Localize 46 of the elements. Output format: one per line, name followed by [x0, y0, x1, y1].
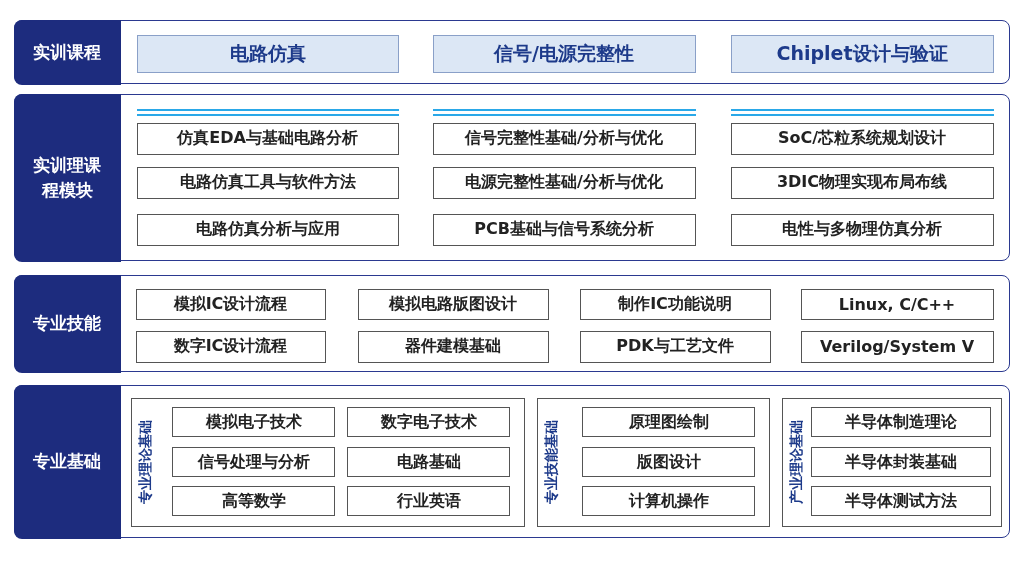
group-panel	[130, 397, 525, 527]
topic-box: 半导体封装基础	[811, 447, 991, 477]
topic-box: 电路基础	[347, 447, 510, 477]
topic-box: 半导体制造理论	[811, 407, 991, 437]
topic-box: 模拟电子技术	[172, 407, 335, 437]
module-box: SoC/芯粒系统规划设计	[730, 122, 994, 155]
skill-box: 模拟IC设计流程	[135, 288, 326, 320]
group-title: 专业理论基础	[136, 420, 154, 504]
group-title: 专业技能基础	[542, 420, 560, 504]
section-label: 实训课程	[13, 19, 121, 85]
skill-box: Linux, C/C++	[800, 288, 994, 320]
section-label: 实训理课程模块	[13, 93, 121, 262]
skill-box: Verilog/System V	[800, 330, 994, 363]
topic-box: 数字电子技术	[347, 407, 510, 437]
module-box: 电路仿真分析与应用	[136, 213, 399, 246]
module-box: PCB基础与信号系统分析	[432, 213, 696, 246]
topic-box: 原理图绘制	[582, 407, 755, 437]
section-panel	[14, 20, 1010, 84]
skill-box: 模拟电路版图设计	[357, 288, 549, 320]
module-box: 3DIC物理实现布局布线	[730, 166, 994, 199]
module-box: 仿真EDA与基础电路分析	[136, 122, 399, 155]
topic-box: 版图设计	[582, 447, 755, 477]
course-box: 信号/电源完整性	[432, 34, 696, 73]
topic-box: 半导体测试方法	[811, 486, 991, 516]
topic-box: 行业英语	[347, 486, 510, 516]
section-panel	[14, 275, 1010, 372]
skill-box: 数字IC设计流程	[135, 330, 326, 363]
module-box: 电源完整性基础/分析与优化	[432, 166, 696, 199]
section-panel	[14, 385, 1010, 538]
topic-box: 信号处理与分析	[172, 447, 335, 477]
skill-box: 器件建模基础	[357, 330, 549, 363]
course-box: 电路仿真	[136, 34, 399, 73]
module-box: 信号完整性基础/分析与优化	[432, 122, 696, 155]
group-panel	[536, 397, 770, 527]
topic-box: 计算机操作	[582, 486, 755, 516]
module-box: 电路仿真工具与软件方法	[136, 166, 399, 199]
section-label: 专业技能	[13, 274, 121, 373]
skill-box: PDK与工艺文件	[579, 330, 771, 363]
group-title: 产业理论基础	[787, 420, 805, 504]
section-label: 专业基础	[13, 384, 121, 539]
module-box: 电性与多物理仿真分析	[730, 213, 994, 246]
topic-box: 高等数学	[172, 486, 335, 516]
skill-box: 制作IC功能说明	[579, 288, 771, 320]
course-box: Chiplet设计与验证	[730, 34, 994, 73]
group-panel	[781, 397, 1002, 527]
section-panel	[14, 94, 1010, 261]
